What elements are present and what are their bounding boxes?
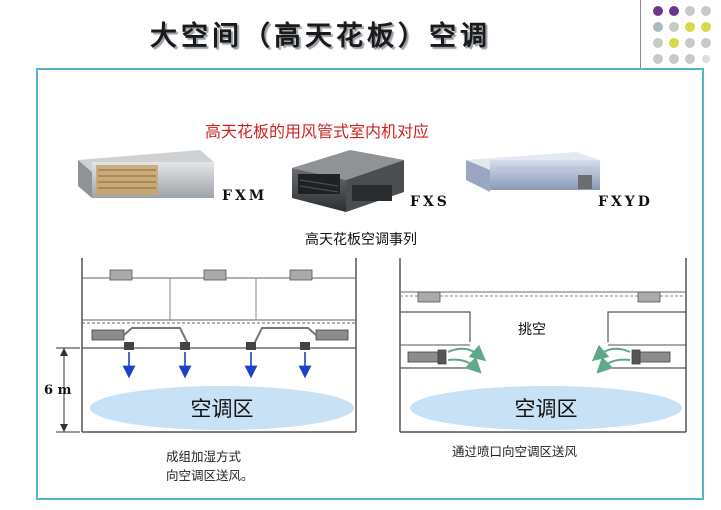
overhang-label: 挑空 [518,322,546,338]
right-caption: 通过喷口向空调区送风 [452,444,578,459]
unit-label-fxm: FXM [222,188,268,204]
left-building-diagram [56,258,357,433]
height-label: 6 m [44,383,72,398]
title-divider [640,0,641,92]
left-caption: 成组加湿方式 向空调区送风。 [166,447,254,485]
fxs-unit-image [292,150,404,212]
right-building-diagram [399,258,687,433]
left-caption-line2: 向空调区送风。 [166,468,254,483]
fxm-unit-image [78,150,214,198]
series-caption: 高天花板空调事列 [305,232,417,248]
slide-title: 大空间（高天花板）空调 [150,21,491,52]
unit-label-fxyd: FXYD [598,194,653,210]
left-zone-label: 空调区 [191,397,254,421]
left-caption-line1: 成组加湿方式 [166,449,242,464]
unit-label-fxs: FXS [410,194,450,210]
fxyd-unit-image [466,152,600,192]
right-zone-label: 空调区 [515,397,578,421]
panel-heading: 高天花板的用风管式室内机对应 [205,122,430,141]
decorative-dot-grid [653,6,711,76]
